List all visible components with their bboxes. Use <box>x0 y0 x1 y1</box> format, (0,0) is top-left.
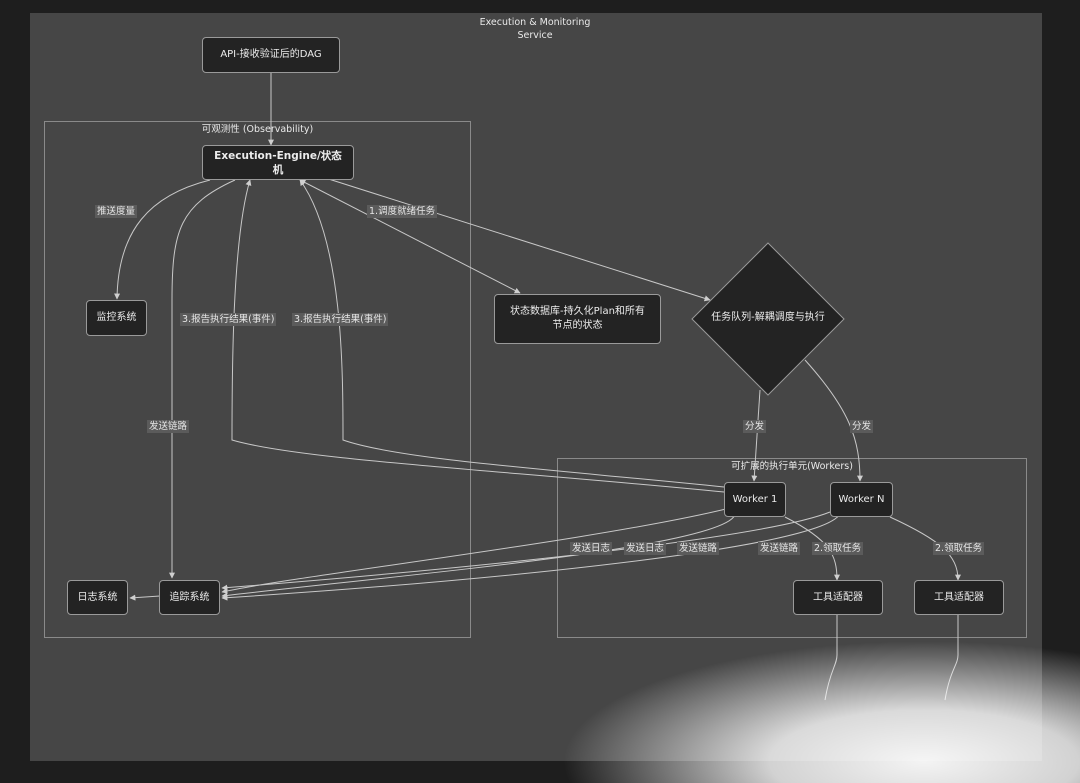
diagram-title: Execution & Monitoring Service <box>455 16 615 42</box>
edge-engine-statedb <box>299 179 521 294</box>
node-monitor[interactable]: 监控系统 <box>86 300 147 336</box>
label-fetch-2: 2.领取任务 <box>933 542 985 555</box>
node-execution-engine[interactable]: Execution-Engine/状态机 <box>202 145 354 180</box>
edge-engine-queue <box>315 174 711 302</box>
diagram-title-line1: Execution & Monitoring <box>479 17 591 28</box>
edge-worker1-trace1 <box>221 514 736 599</box>
label-send-log-1: 发送日志 <box>570 542 613 555</box>
node-state-db[interactable]: 状态数据库-持久化Plan和所有节点的状态 <box>494 294 661 344</box>
observability-group-title: 可观测性 (Observability) <box>201 124 314 135</box>
label-send-trace-engine: 发送链路 <box>147 420 190 433</box>
label-schedule: 1.调度就绪任务 <box>367 205 438 218</box>
node-log-system[interactable]: 日志系统 <box>67 580 128 615</box>
edge-engine-trace <box>169 179 236 579</box>
workers-group-title: 可扩展的执行单元(Workers) <box>731 461 853 472</box>
label-send-log-2: 发送日志 <box>624 542 667 555</box>
edge-workern-trace <box>221 513 841 601</box>
node-worker-n[interactable]: Worker N <box>830 482 893 517</box>
label-fetch-1: 2.领取任务 <box>812 542 864 555</box>
label-send-trace-1: 发送链路 <box>677 542 720 555</box>
edge-queue-worker1 <box>751 389 761 482</box>
diagram-title-line2: Service <box>517 30 553 41</box>
label-report-1: 3.报告执行结果(事件) <box>180 313 277 326</box>
label-dispatch-1: 分发 <box>743 420 767 433</box>
node-adapter-1[interactable]: 工具适配器 <box>793 580 883 615</box>
workers-group <box>557 458 1027 638</box>
node-worker-1[interactable]: Worker 1 <box>724 482 786 517</box>
edge-worker1-engine-report2 <box>299 179 725 488</box>
node-adapter-2[interactable]: 工具适配器 <box>914 580 1004 615</box>
label-dispatch-2: 分发 <box>850 420 874 433</box>
edge-worker1-engine-report1 <box>231 179 725 493</box>
edge-engine-monitor <box>114 179 211 300</box>
label-report-2: 3.报告执行结果(事件) <box>292 313 389 326</box>
label-push-metrics: 推送度量 <box>95 205 138 218</box>
node-api[interactable]: API-接收验证后的DAG <box>202 37 340 73</box>
label-send-trace-2: 发送链路 <box>758 542 801 555</box>
edge-queue-workern <box>804 359 863 482</box>
node-trace-system[interactable]: 追踪系统 <box>159 580 220 615</box>
node-task-queue-label: 任务队列-解耦调度与执行 <box>711 312 825 323</box>
observability-group <box>44 121 471 638</box>
diagram-canvas <box>30 13 1042 761</box>
edge-trace-log <box>129 594 161 601</box>
